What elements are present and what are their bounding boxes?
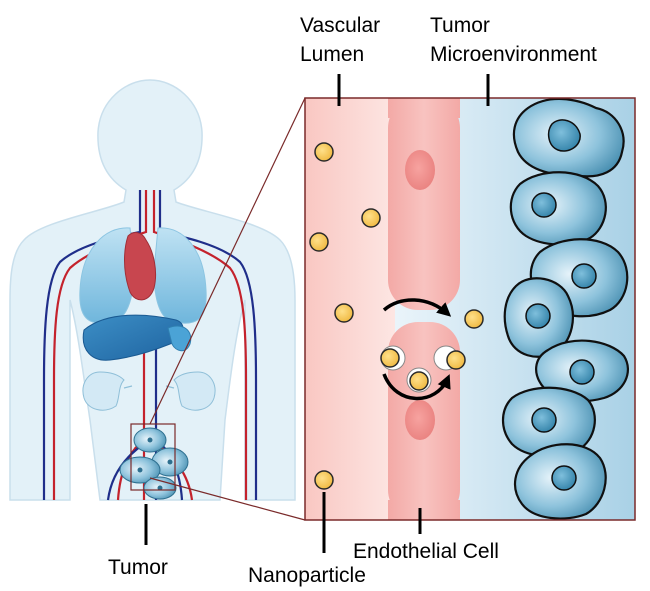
nanoparticle <box>314 470 334 490</box>
focus-box <box>130 423 176 491</box>
nanoparticle <box>464 309 484 329</box>
tumor-cell <box>512 97 625 178</box>
kidney-right <box>173 371 216 411</box>
endothelial-nucleus-lower <box>405 400 435 440</box>
nanoparticle <box>334 303 354 323</box>
nanoparticle <box>446 350 466 370</box>
zoom-line-top <box>149 97 306 425</box>
label-tumor: Tumor <box>108 556 168 579</box>
endothelial-nucleus-upper <box>405 150 435 190</box>
lung-left <box>79 227 135 324</box>
label-tumor-micro-line2: Microenvironment <box>430 43 597 66</box>
body-tumor <box>119 427 189 500</box>
tumor-cell <box>509 171 607 246</box>
label-vascular-lumen-line2: Lumen <box>300 43 364 66</box>
zoom-panel <box>304 97 636 521</box>
nanoparticle <box>309 232 329 252</box>
lung-right <box>153 227 207 324</box>
nanoparticle <box>409 371 429 391</box>
paracellular-arrow <box>382 298 452 317</box>
nanoparticle <box>380 348 400 368</box>
stomach <box>167 325 192 352</box>
nanoparticle <box>314 142 334 162</box>
human-body-figure <box>9 79 296 501</box>
nanoparticles <box>309 142 484 490</box>
transcellular-arrow <box>382 373 451 401</box>
heart <box>124 232 157 301</box>
endothelial-cell-upper <box>388 98 460 310</box>
labels: Vascular Lumen Tumor Microenvironment En… <box>108 14 597 587</box>
label-endothelial-cell: Endothelial Cell <box>353 540 499 563</box>
zoom-panel-frame <box>304 97 636 521</box>
label-tumor-micro-line1: Tumor <box>430 14 490 37</box>
nanoparticle <box>361 208 381 228</box>
tumor-cell <box>513 443 607 520</box>
kidney-left <box>82 371 125 411</box>
label-nanoparticle: Nanoparticle <box>248 564 366 587</box>
tumor-cell <box>535 339 630 403</box>
tumor-cells <box>501 97 630 520</box>
zoom-line-bottom <box>149 477 306 521</box>
label-vascular-lumen-line1: Vascular <box>300 14 380 37</box>
